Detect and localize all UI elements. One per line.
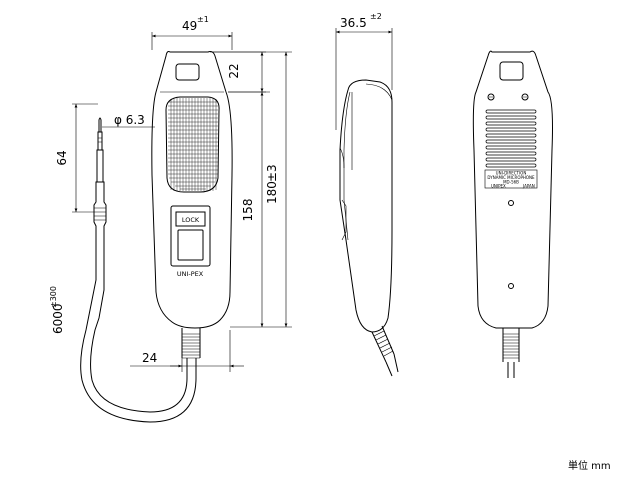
nameplate-line: JAPAN [522,184,535,189]
screw-icon [487,93,495,101]
dim-plug-value: 64 [55,150,69,165]
front-view: LOCK UNI-PEX 49 ±1 [49,15,292,423]
switch-slot [177,229,204,261]
screw-icon [508,200,514,206]
dim-strain-relief-value: 24 [142,351,157,365]
nameplate-line: UNI-DIRECTION [496,171,527,176]
dim-depth-value: 36.5 [340,16,367,30]
cord [90,238,188,413]
screw-icon [508,283,514,289]
front-body-outline [151,51,233,329]
dim-depth: 36.5 ±2 [335,12,393,130]
dim-total-value: 180 [265,181,279,204]
screw-icon [521,93,529,101]
side-strain-relief [371,325,399,377]
rear-vent-slots [485,109,537,168]
dim-depth-tol: ±2 [370,12,382,21]
lock-label: LOCK [182,216,200,224]
grille-frame [165,96,220,193]
grille-pattern [168,98,218,191]
dim-plug-diameter: φ 6.3 [102,113,155,128]
dim-strain-relief: 24 [130,330,244,372]
nameplate-line: DYNAMIC MICROPHONE [487,175,535,180]
strain-relief-front [181,328,201,359]
rear-body-outline [472,50,553,329]
dim-width: 49 ±1 [151,15,233,50]
dim-width-tol: ±1 [197,15,209,24]
dim-body: 158 [228,91,292,328]
dim-total-tol: ±3 [265,164,279,182]
rear-nameplate [484,169,538,189]
side-body-outline [339,79,393,333]
dim-cord: 6000 ±300 [49,286,65,334]
dim-width-value: 49 [182,19,197,33]
lock-button [175,211,206,227]
nameplate-line: UNIPEX [491,184,506,189]
dim-total: 180 ±3 [210,51,292,327]
rear-hanger-hole [499,61,524,81]
brand-label: UNI-PEX [177,270,204,278]
hanger-hole [175,63,200,81]
phone-plug [93,117,107,238]
rear-strain-relief [502,328,520,378]
rear-view: UNI-DIRECTION DYNAMIC MICROPHONE MD-56B … [472,50,553,378]
dim-hanger-value: 22 [227,63,241,78]
dim-cord-tol: ±300 [49,286,58,308]
dim-body-value: 158 [241,199,255,222]
dim-cord-value: 6000 [51,303,65,334]
side-view: 36.5 ±2 [335,12,399,377]
dim-plug-diameter-value: φ 6.3 [114,113,145,127]
dim-plug: 64 [55,103,98,213]
unit-label: 単位 mm [568,461,611,472]
nameplate-line: MD-56B [503,180,519,185]
switch-frame [170,205,211,267]
